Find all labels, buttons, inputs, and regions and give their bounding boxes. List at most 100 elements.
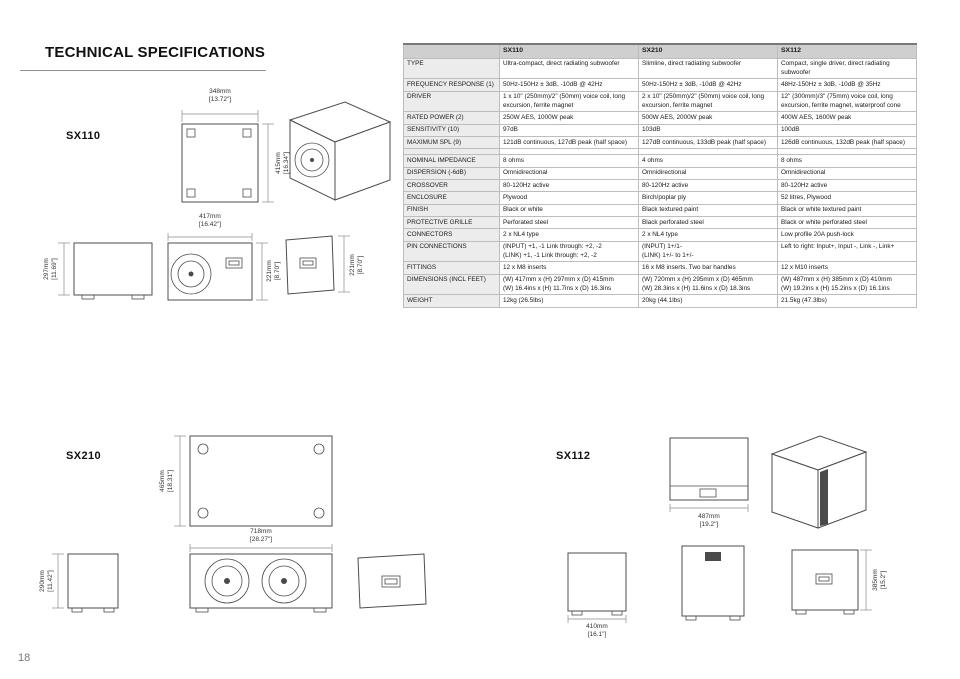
spec-cell: 21.5kg (47.3lbs) (777, 294, 917, 308)
sx110-perspective-view (285, 235, 350, 295)
spec-row-label: NOMINAL IMPEDANCE (403, 154, 500, 168)
spec-cell: Black or white (499, 203, 639, 218)
spec-table-corner-cell (403, 43, 500, 59)
spec-cell: 127dB continuous, 133dB peak (half space… (638, 136, 778, 150)
sx210-top-view (174, 435, 333, 527)
spec-row-label: PROTECTIVE GRILLE (403, 216, 500, 230)
spec-cell: 52 litres, Plywood (777, 191, 917, 205)
spec-cell: Black or white textured paint (777, 203, 917, 218)
spec-cell: Plywood (499, 191, 639, 205)
spec-cell: Birch/poplar ply (638, 191, 778, 205)
sx210-drawing-area: 465mm [18.31"] 718mm [28.27"] 290mm [11.… (39, 428, 460, 613)
spec-cell: 8 ohms (777, 154, 917, 168)
page-title: TECHNICAL SPECIFICATIONS (45, 44, 266, 61)
sx210-front-view (189, 544, 333, 613)
sx110-line-art (58, 101, 392, 301)
spec-cell: 48Hz-150Hz ± 3dB, -10dB @ 35Hz (777, 78, 917, 92)
spec-row-label: FREQUENCY RESPONSE (1) (403, 78, 500, 92)
sx110-side-view (58, 242, 153, 300)
dimension-label: 297mm [11.69"] (42, 258, 58, 280)
sx112-rear-view (681, 545, 745, 621)
spec-cell: 12" (300mm)/3" (75mm) voice coil, long e… (777, 90, 917, 113)
spec-row-label: DIMENSIONS (INCL FEET) (403, 273, 500, 296)
spec-cell: 103dB (638, 123, 778, 138)
spec-cell: Perforated steel (499, 216, 639, 230)
spec-cell: 126dB continuous, 132dB peak (half space… (777, 136, 917, 150)
spec-cell: 12 x M8 inserts (499, 261, 639, 275)
spec-row-label: DISPERSION (-6dB) (403, 166, 500, 181)
spec-cell: Black perforated steel (638, 216, 778, 230)
dimension-label: 385mm [15.2"] (871, 569, 887, 591)
dimension-label: 221mm [8.70"] (348, 254, 364, 276)
spec-row-label: ENCLOSURE (403, 191, 500, 205)
model-label-sx210: SX210 (66, 450, 102, 462)
spec-cell: Left to right: Input+, Input -, Link -, … (777, 240, 917, 263)
spec-cell: 50Hz-150Hz ± 3dB, -10dB @ 42Hz (638, 78, 778, 92)
sx210-line-art (52, 435, 427, 613)
spec-row-label: CROSSOVER (403, 179, 500, 193)
model-label-sx112: SX112 (556, 450, 591, 462)
spec-cell: (W) 417mm x (H) 297mm x (D) 415mm (W) 16… (499, 273, 639, 296)
sx110-3d-view (288, 101, 392, 201)
sx112-top-view (669, 437, 749, 512)
spec-cell: 80-120Hz active (777, 179, 917, 193)
spec-cell: (INPUT) +1, -1 Link through: +2, -2 (LIN… (499, 240, 639, 263)
spec-cell: Black textured paint (638, 203, 778, 218)
spec-cell: Black or white perforated steel (777, 216, 917, 230)
spec-cell: 4 ohms (638, 154, 778, 168)
spec-row-label: WEIGHT (403, 294, 500, 308)
spec-row-label: RATED POWER (2) (403, 111, 500, 125)
spec-cell: Low profile 20A push-lock (777, 228, 917, 242)
dimension-label: 410mm [16.1"] (586, 623, 608, 639)
spec-row: DIMENSIONS (INCL FEET)(W) 417mm x (H) 29… (403, 273, 917, 296)
spec-column-header: SX210 (638, 43, 778, 59)
spec-cell: 8 ohms (499, 154, 639, 168)
spec-cell: 250W AES, 1000W peak (499, 111, 639, 125)
model-label-sx110: SX110 (66, 130, 101, 142)
dimension-label: 417mm [16.42"] (198, 213, 222, 229)
sx110-drawing-area: 348mm [13.72"] 415mm [16.34"] 417mm [16.… (40, 88, 400, 303)
spec-cell: 2 x NL4 type (638, 228, 778, 242)
spec-column-header: SX112 (777, 43, 917, 59)
spec-cell: (W) 487mm x (H) 385mm x (D) 410mm (W) 19… (777, 273, 917, 296)
spec-cell: Omnidirectional (499, 166, 639, 181)
spec-cell: 50Hz-150Hz ± 3dB, -10dB @ 42Hz (499, 78, 639, 92)
spec-cell: 16 x M8 inserts. Two bar handles (638, 261, 778, 275)
spec-cell: 400W AES, 1600W peak (777, 111, 917, 125)
sx112-drawing-area: 487mm [19.2"] 410mm [16.1"] 385mm [15.2"… (548, 428, 928, 643)
spec-cell: Ultra-compact, direct radiating subwoofe… (499, 57, 639, 80)
dimension-label: 221mm [8.70"] (265, 260, 281, 282)
spec-cell: Compact, single driver, direct radiating… (777, 57, 917, 80)
spec-row: MAXIMUM SPL (9)121dB continuous, 127dB p… (403, 136, 917, 150)
dimension-label: 415mm [16.34"] (274, 151, 290, 175)
spec-cell: 12 x M10 inserts (777, 261, 917, 275)
spec-cell: Slimline, direct radiating subwoofer (638, 57, 778, 80)
sx210-side-view (52, 553, 119, 613)
spec-row-label: FINISH (403, 203, 500, 218)
spec-cell: (INPUT) 1+/1- (LINK) 1+/- to 1+/- (638, 240, 778, 263)
dimension-label: 718mm [28.27"] (249, 528, 273, 544)
sx112-line-art (567, 435, 872, 623)
dimension-label: 348mm [13.72"] (208, 88, 232, 104)
spec-cell: 1 x 10" (250mm)/2" (50mm) voice coil, lo… (499, 90, 639, 113)
spec-cell: 80-120Hz active (499, 179, 639, 193)
page-number: 18 (18, 652, 31, 664)
spec-cell: Omnidirectional (638, 166, 778, 181)
spec-row: FREQUENCY RESPONSE (1)50Hz-150Hz ± 3dB, … (403, 78, 917, 92)
